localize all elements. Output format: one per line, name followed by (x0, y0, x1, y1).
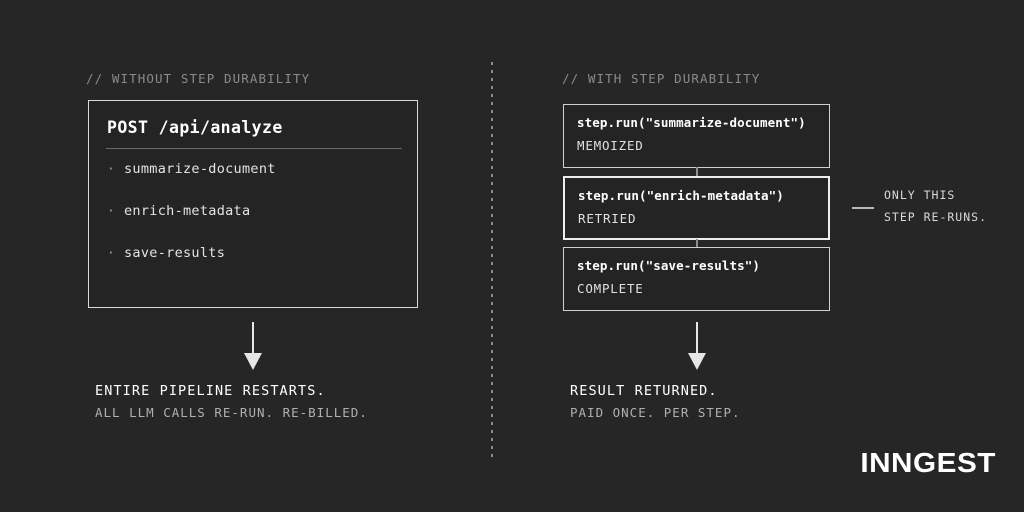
step-connector (696, 167, 698, 177)
endpoint-step-list: · summarize-document · enrich-metadata ·… (107, 161, 403, 287)
status-badge: RETRIED (578, 211, 637, 226)
arrow-head (244, 353, 262, 370)
right-outcome: RESULT RETURNED. PAID ONCE. PER STEP. (570, 380, 741, 424)
outcome-secondary-text: ALL LLM CALLS RE-RUN. RE-BILLED. (95, 405, 368, 420)
list-item: · enrich-metadata (107, 203, 403, 245)
step-label: summarize-document (124, 161, 276, 177)
arrow-head (688, 353, 706, 370)
bullet-icon: · (107, 204, 115, 219)
step-box-summarize-document: step.run("summarize-document") MEMOIZED (563, 104, 830, 168)
bullet-icon: · (107, 162, 115, 177)
list-item: · save-results (107, 245, 403, 287)
status-badge: MEMOIZED (577, 138, 644, 153)
bullet-icon: · (107, 246, 115, 261)
outcome-primary-text: RESULT RETURNED. (570, 383, 718, 399)
left-outcome: ENTIRE PIPELINE RESTARTS. ALL LLM CALLS … (95, 380, 368, 424)
step-box-enrich-metadata: step.run("enrich-metadata") RETRIED (563, 176, 830, 240)
step-box-save-results: step.run("save-results") COMPLETE (563, 247, 830, 311)
left-column-comment: // WITHOUT STEP DURABILITY (86, 71, 311, 86)
column-divider (491, 62, 493, 462)
step-connector (696, 239, 698, 248)
outcome-secondary-text: PAID ONCE. PER STEP. (570, 405, 741, 420)
endpoint-title: POST /api/analyze (107, 118, 283, 137)
list-item: · summarize-document (107, 161, 403, 203)
status-badge: COMPLETE (577, 281, 644, 296)
callout-text: ONLY THIS STEP RE-RUNS. (884, 184, 987, 228)
endpoint-card: POST /api/analyze · summarize-document ·… (88, 100, 418, 308)
callout-leader-line (852, 207, 874, 209)
endpoint-divider-rule (106, 148, 402, 149)
step-label: save-results (124, 245, 226, 261)
step-code-text: step.run("summarize-document") (577, 115, 806, 130)
callout-line-2: STEP RE-RUNS. (884, 210, 988, 224)
arrow-shaft (696, 322, 698, 355)
step-code-text: step.run("enrich-metadata") (578, 188, 784, 203)
arrow-shaft (252, 322, 254, 355)
brand-logo: INNGEST (860, 447, 996, 478)
step-code-text: step.run("save-results") (577, 258, 761, 273)
right-column-comment: // WITH STEP DURABILITY (562, 71, 761, 86)
step-label: enrich-metadata (124, 203, 251, 219)
callout-line-1: ONLY THIS (884, 188, 956, 202)
outcome-primary-text: ENTIRE PIPELINE RESTARTS. (95, 383, 326, 399)
